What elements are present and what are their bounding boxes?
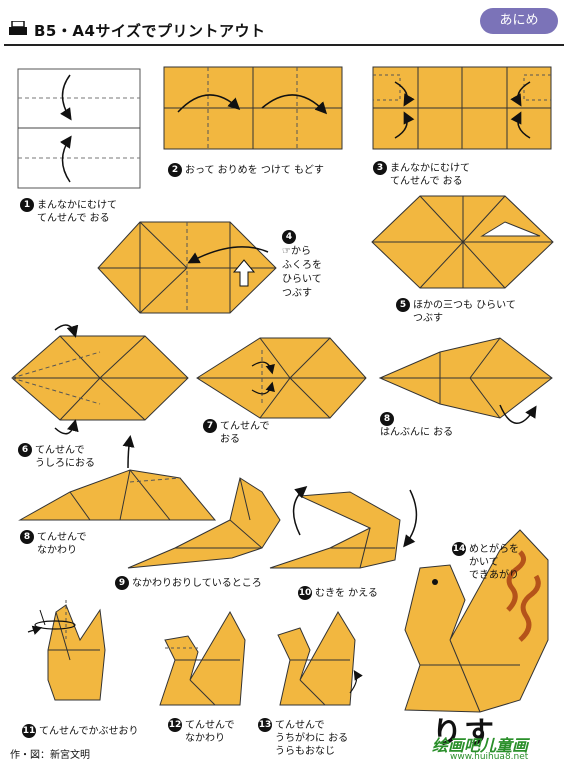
step10-figure	[269, 486, 418, 569]
step9-figure	[127, 477, 281, 569]
step12-figure	[159, 610, 246, 706]
step4-caption: 4☞からふくろをひらいてつぶす	[282, 230, 322, 299]
step8a-figure	[378, 337, 553, 424]
squirrel-figure	[404, 529, 549, 713]
step4-figure	[97, 221, 277, 314]
step1-figure	[17, 68, 141, 189]
anime-button[interactable]: あにめ	[480, 8, 558, 34]
step2-figure	[163, 66, 343, 150]
step7-figure	[196, 337, 367, 419]
header-divider	[4, 44, 564, 46]
step3-figure	[372, 66, 552, 150]
watermark-url: www.huihua8.net	[450, 752, 529, 762]
author-credit: 作・図：新宮文明	[10, 750, 90, 761]
step8b-figure	[18, 435, 217, 521]
step5-figure	[371, 195, 554, 289]
step11-figure	[27, 600, 106, 701]
printer-icon	[8, 20, 28, 37]
step13-figure	[277, 611, 363, 706]
step6-figure	[11, 324, 189, 435]
page-title: B5・A4サイズでプリントアウト	[34, 22, 266, 40]
watermark-logo: 绘画吧儿童画	[432, 736, 529, 755]
result-title: りす	[432, 716, 496, 751]
